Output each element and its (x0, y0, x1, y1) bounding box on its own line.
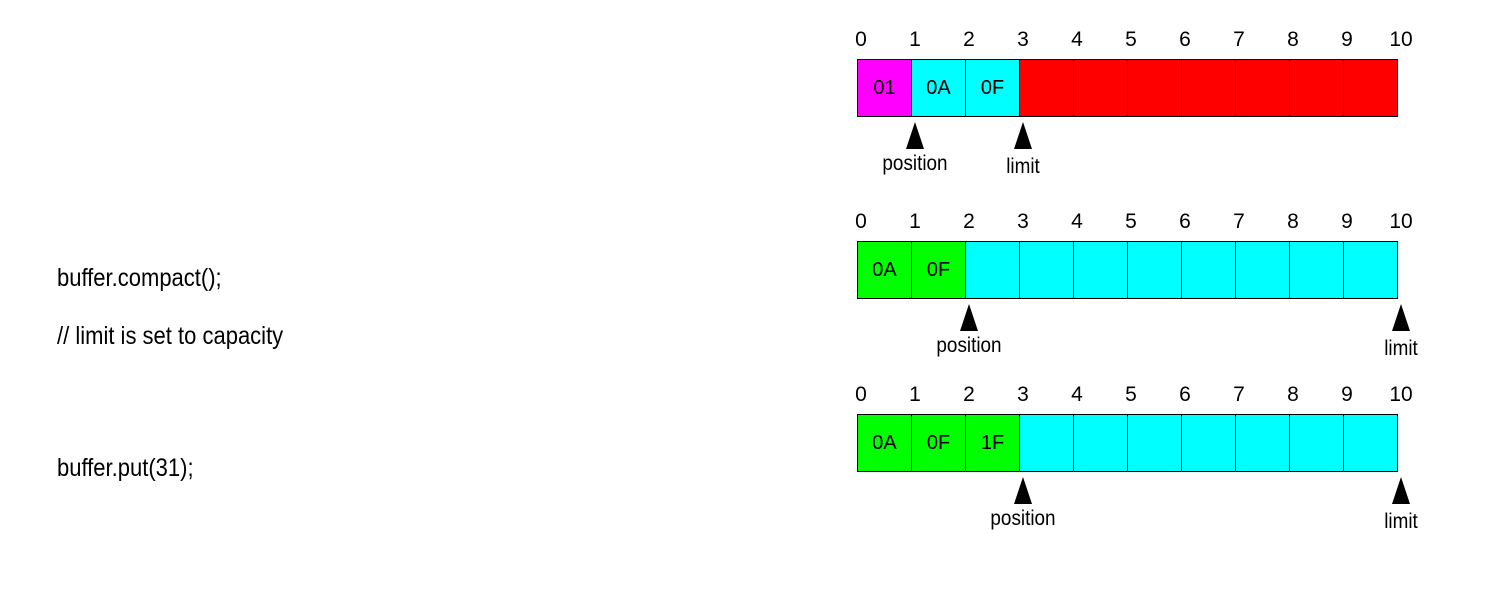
buffer-cell (1019, 414, 1074, 472)
buffer-cell (1343, 414, 1398, 472)
index-label: 2 (963, 28, 975, 51)
index-label: 0 (855, 28, 867, 51)
index-label: 6 (1179, 210, 1191, 233)
index-label: 8 (1287, 210, 1299, 233)
buffer-cell (1289, 59, 1344, 117)
buffer-cell (1127, 59, 1182, 117)
index-label: 8 (1287, 383, 1299, 406)
index-label: 4 (1071, 383, 1083, 406)
index-label: 0 (855, 210, 867, 233)
code-line-put: buffer.put(31); (57, 454, 194, 482)
buffer-cell: 0A (857, 414, 912, 472)
buffer-cell (1073, 414, 1128, 472)
buffer-cell: 0A (911, 59, 966, 117)
index-label: 10 (1389, 28, 1413, 51)
buffer-cell (1019, 59, 1074, 117)
index-label: 9 (1341, 210, 1353, 233)
index-label: 2 (963, 210, 975, 233)
position-label: position (990, 507, 1056, 530)
buffer-cell (1181, 414, 1236, 472)
index-label: 1 (909, 210, 921, 233)
limit-label: limit (1384, 510, 1418, 533)
position-label: position (882, 152, 948, 175)
index-label: 3 (1017, 28, 1029, 51)
position-arrow (1014, 477, 1032, 504)
index-label: 7 (1233, 28, 1245, 51)
index-label: 7 (1233, 210, 1245, 233)
buffer-cell: 0A (857, 241, 912, 299)
index-label: 5 (1125, 383, 1137, 406)
index-label: 0 (855, 383, 867, 406)
index-label: 5 (1125, 210, 1137, 233)
index-label: 8 (1287, 28, 1299, 51)
buffer-cell (1019, 241, 1074, 299)
code-line-compact: buffer.compact(); (57, 264, 222, 292)
buffer-cell: 01 (857, 59, 912, 117)
index-label: 6 (1179, 28, 1191, 51)
index-label: 10 (1389, 210, 1413, 233)
position-arrow (906, 122, 924, 149)
buffer-cell (1343, 59, 1398, 117)
buffer-cell (1073, 241, 1128, 299)
index-label: 1 (909, 383, 921, 406)
index-label: 4 (1071, 28, 1083, 51)
buffer-cell (1073, 59, 1128, 117)
buffer-cell (1127, 241, 1182, 299)
buffer-cell (1343, 241, 1398, 299)
buffer-cell (1289, 241, 1344, 299)
buffer-cell: 0F (965, 59, 1020, 117)
index-label: 9 (1341, 383, 1353, 406)
index-label: 10 (1389, 383, 1413, 406)
buffer-cell: 0F (911, 241, 966, 299)
position-arrow (960, 304, 978, 331)
limit-label: limit (1006, 155, 1040, 178)
buffer-cell (1235, 414, 1290, 472)
buffer-cell: 0F (911, 414, 966, 472)
index-label: 3 (1017, 383, 1029, 406)
position-label: position (936, 334, 1002, 357)
index-label: 1 (909, 28, 921, 51)
buffer-cell (1235, 59, 1290, 117)
buffer-cell (1181, 241, 1236, 299)
index-label: 3 (1017, 210, 1029, 233)
index-label: 6 (1179, 383, 1191, 406)
buffer-cell (1289, 414, 1344, 472)
code-line-comment: // limit is set to capacity (57, 322, 284, 350)
index-label: 9 (1341, 28, 1353, 51)
index-label: 2 (963, 383, 975, 406)
buffer-cell (1181, 59, 1236, 117)
index-label: 4 (1071, 210, 1083, 233)
limit-arrow (1392, 304, 1410, 331)
buffer-cell: 1F (965, 414, 1020, 472)
limit-label: limit (1384, 337, 1418, 360)
buffer-cell (965, 241, 1020, 299)
index-label: 7 (1233, 383, 1245, 406)
limit-arrow (1392, 477, 1410, 504)
buffer-cell (1235, 241, 1290, 299)
limit-arrow (1014, 122, 1032, 149)
index-label: 5 (1125, 28, 1137, 51)
buffer-cell (1127, 414, 1182, 472)
